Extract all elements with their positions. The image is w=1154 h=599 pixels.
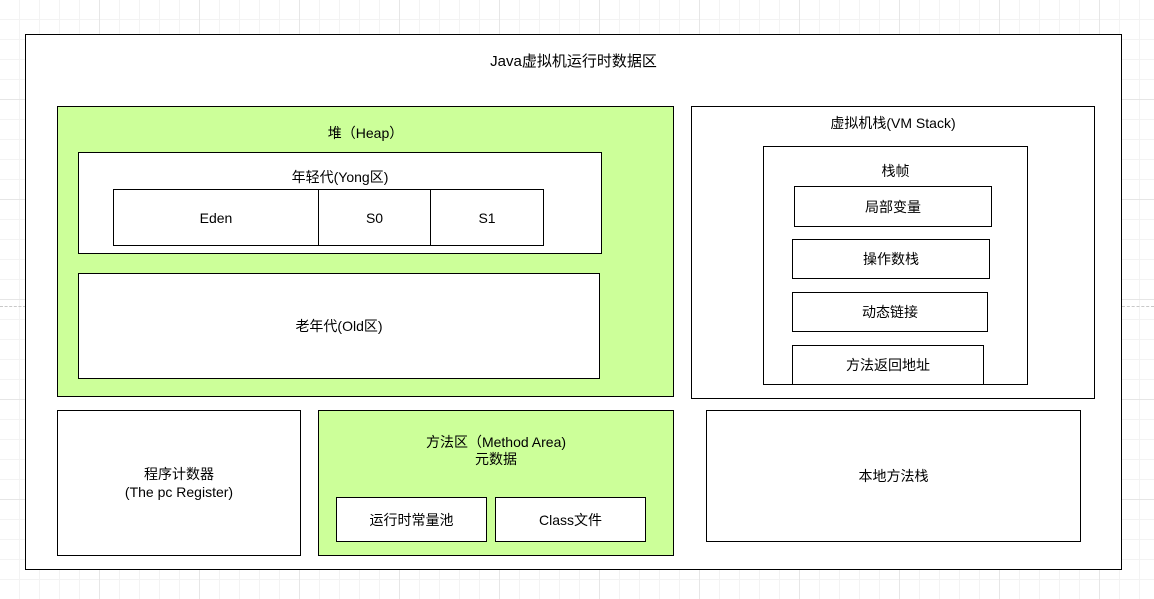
return-address[interactable]: 方法返回地址 — [792, 345, 984, 385]
young-generation-title: 年轻代(Yong区) — [291, 169, 389, 185]
local-variables-label: 局部变量 — [865, 198, 921, 215]
method-area-subtitle: 元数据 — [475, 451, 517, 467]
local-variables[interactable]: 局部变量 — [794, 186, 992, 227]
class-file-label: Class文件 — [538, 511, 602, 528]
vm-stack-title: 虚拟机栈(VM Stack) — [830, 115, 956, 131]
survivor-s1[interactable]: S1 — [431, 190, 543, 245]
young-spaces-row: Eden S0 S1 — [113, 189, 544, 246]
survivor-s0[interactable]: S0 — [319, 190, 431, 245]
runtime-constant-pool[interactable]: 运行时常量池 — [336, 497, 487, 542]
s1-label: S1 — [478, 209, 496, 226]
pc-register-label: 程序计数器 — [144, 466, 214, 482]
method-area-title: 方法区（Method Area) — [425, 434, 567, 450]
runtime-constant-pool-label: 运行时常量池 — [369, 511, 454, 528]
operand-stack[interactable]: 操作数栈 — [792, 239, 990, 279]
class-file[interactable]: Class文件 — [495, 497, 646, 542]
eden-label: Eden — [199, 209, 233, 226]
pc-register-sublabel: (The pc Register) — [124, 484, 234, 500]
dynamic-linking[interactable]: 动态链接 — [792, 292, 988, 332]
operand-stack-label: 操作数栈 — [863, 251, 919, 267]
native-method-stack[interactable]: 本地方法栈 — [706, 410, 1081, 542]
dynamic-linking-label: 动态链接 — [862, 304, 918, 320]
native-method-stack-label: 本地方法栈 — [858, 468, 929, 484]
return-address-label: 方法返回地址 — [846, 357, 930, 373]
heap-title: 堆（Heap） — [327, 125, 404, 141]
canvas-guide-left — [0, 306, 26, 307]
s0-label: S0 — [365, 209, 384, 226]
old-generation[interactable]: 老年代(Old区) — [78, 273, 600, 379]
canvas-guide-right — [1122, 306, 1154, 307]
old-generation-label: 老年代(Old区) — [295, 318, 383, 334]
stack-frame-title: 栈帧 — [881, 163, 910, 179]
diagram-title: Java虚拟机运行时数据区 — [490, 53, 657, 70]
eden-space[interactable]: Eden — [114, 190, 319, 245]
pc-register[interactable]: 程序计数器 (The pc Register) — [57, 410, 301, 556]
